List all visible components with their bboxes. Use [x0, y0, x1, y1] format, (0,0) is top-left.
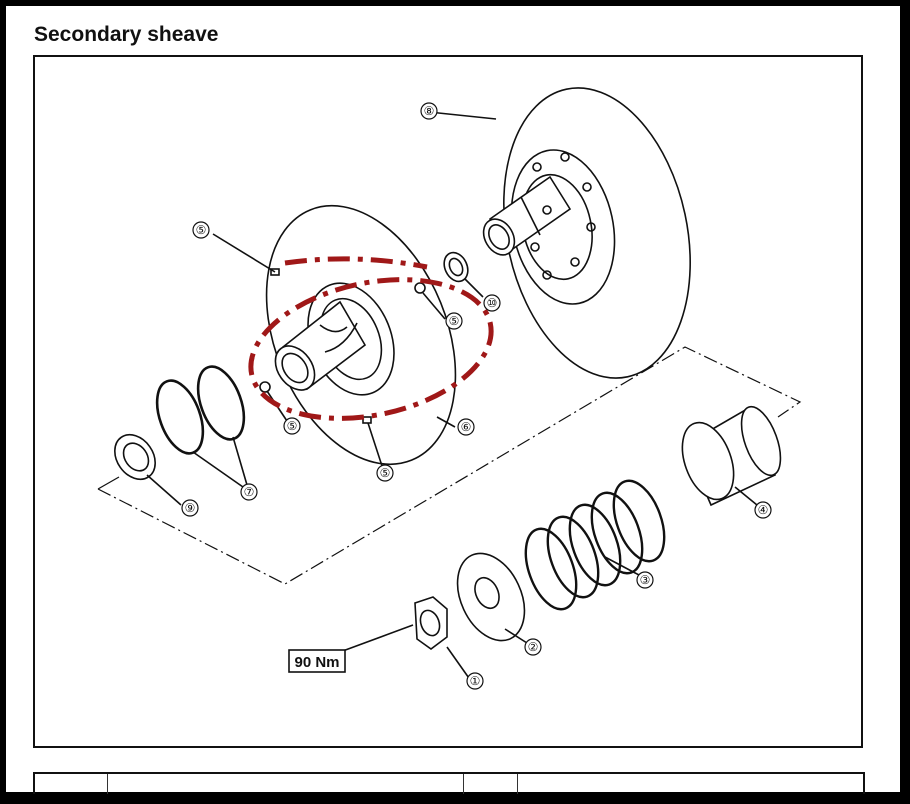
callout-5-right: ⑤ — [449, 314, 460, 328]
sliding-sheave-part-6 — [259, 204, 457, 466]
spring-part-3 — [524, 479, 666, 611]
callout-5-left: ⑤ — [287, 419, 298, 433]
callout-9: ⑨ — [185, 501, 196, 515]
spring-seat-part-4 — [681, 405, 782, 507]
page-title: Secondary sheave — [34, 23, 219, 46]
oil-seal-part-9 — [114, 433, 182, 506]
callout-7: ⑦ — [244, 485, 255, 499]
exploded-view-figure: ⑧ ⑤ ⑤ ⑩ ⑥ ⑤ ⑤ ⑦ ⑨ ④ ③ ② ① 90 Nm — [33, 55, 863, 748]
torque-label: 90 Nm — [294, 654, 339, 671]
callout-6: ⑥ — [461, 420, 472, 434]
highlight-ring — [248, 256, 494, 421]
washer-part-2 — [456, 552, 528, 644]
table-divider — [517, 774, 518, 794]
callout-5-top: ⑤ — [196, 223, 207, 237]
callout-3: ③ — [640, 573, 651, 587]
hex-nut-part-1 — [339, 596, 472, 682]
callout-4: ④ — [758, 503, 769, 517]
table-divider — [107, 774, 108, 794]
o-rings-part-7 — [155, 365, 248, 488]
exploded-view-drawing: ⑧ ⑤ ⑤ ⑩ ⑥ ⑤ ⑤ ⑦ ⑨ ④ ③ ② ① 90 Nm — [97, 87, 802, 690]
page: Secondary sheave — [6, 6, 900, 794]
callout-10: ⑩ — [487, 296, 498, 310]
callout-8: ⑧ — [424, 104, 435, 118]
fixed-sheave-part-8 — [428, 87, 691, 379]
parts-table-header — [33, 772, 865, 794]
callout-1: ① — [470, 674, 481, 688]
seal-part-10 — [443, 251, 484, 298]
torque-spec-box: 90 Nm — [288, 649, 346, 673]
callout-2: ② — [528, 640, 539, 654]
callout-5-bottom: ⑤ — [380, 466, 391, 480]
table-divider — [463, 774, 464, 794]
